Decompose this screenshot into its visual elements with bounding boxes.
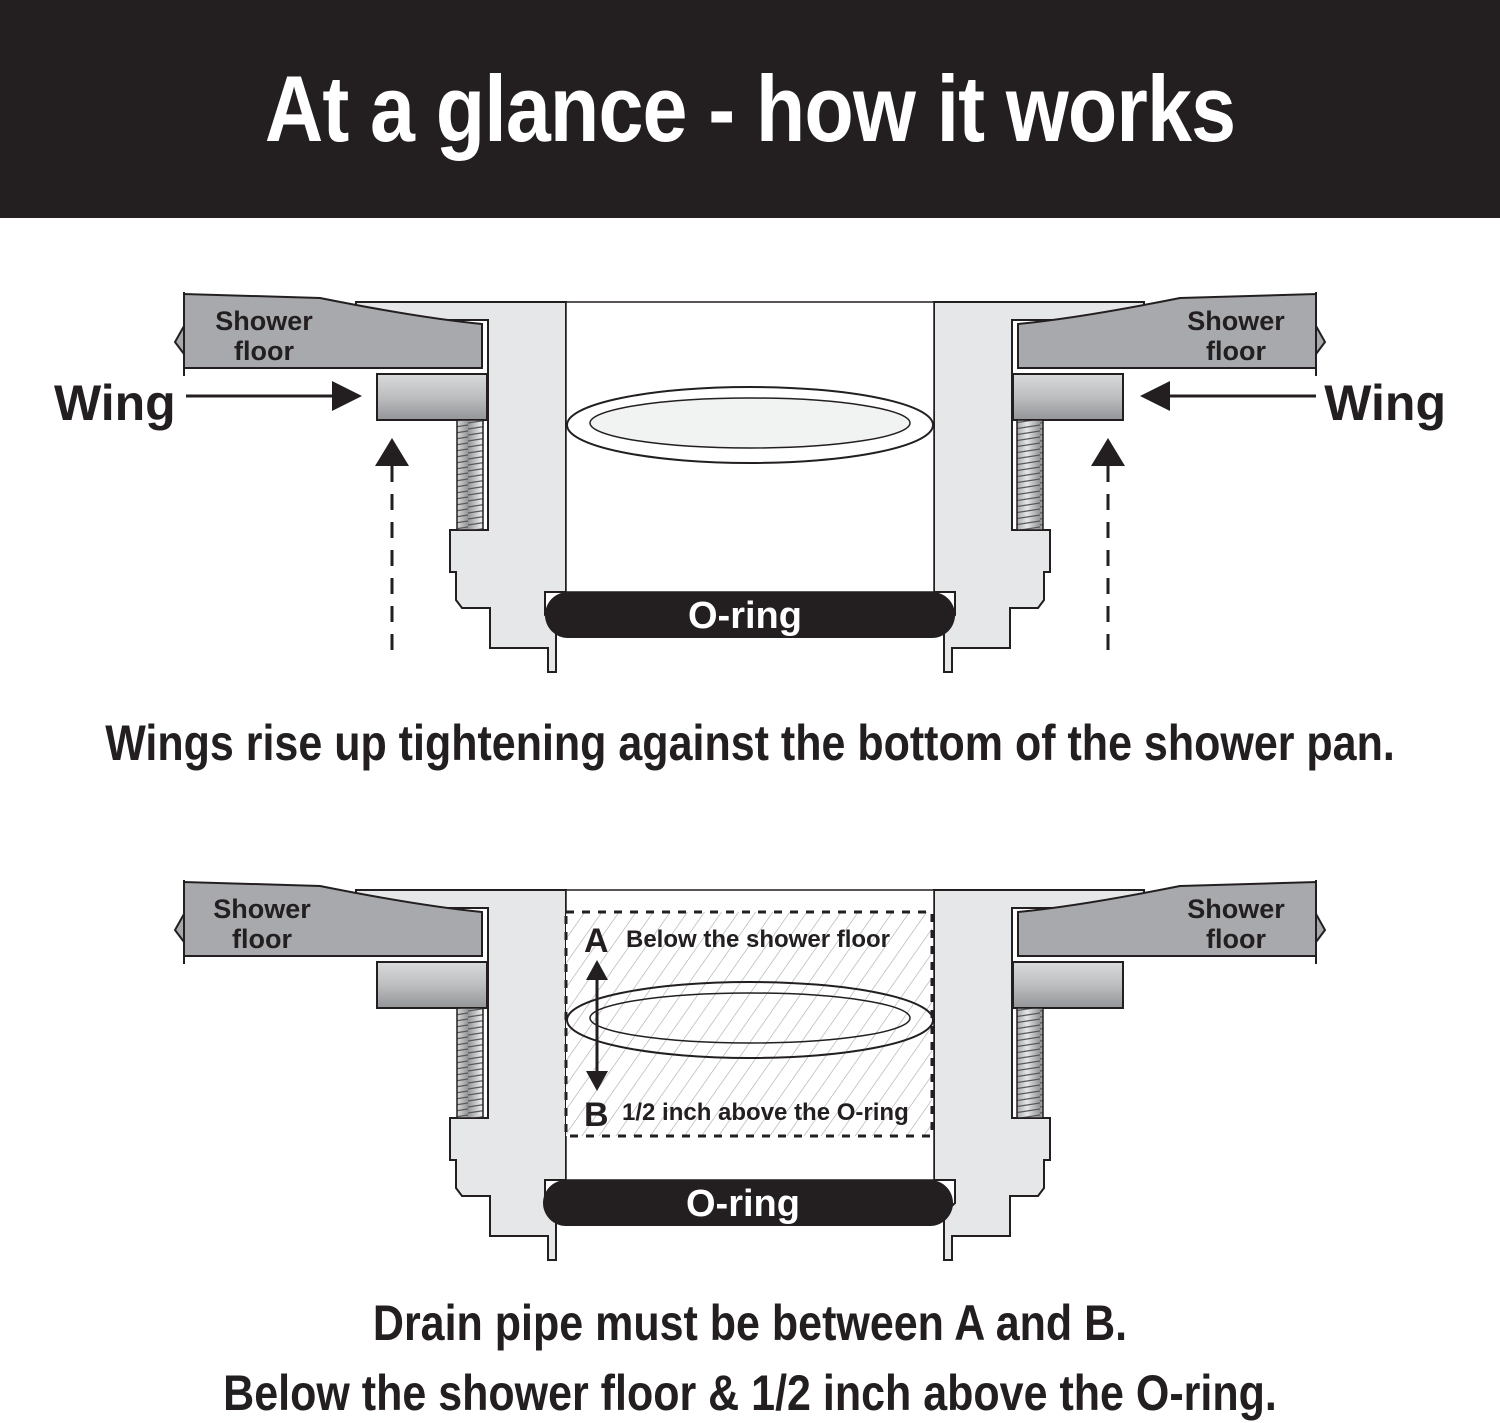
wing-label-right: Wing	[1324, 375, 1446, 431]
strainer-ring-inner	[589, 397, 911, 449]
bolt-right	[1016, 419, 1044, 531]
marker-b: B	[584, 1096, 609, 1134]
label-a: Below the shower floor	[626, 926, 890, 953]
floor-label-left-1: Shower	[213, 894, 311, 924]
caption-range-line-1: Drain pipe must be between A and B.	[372, 1295, 1128, 1351]
rise-arrowhead-right	[1091, 438, 1125, 466]
caption-range-line-2: Below the shower floor & 1/2 inch above …	[223, 1365, 1277, 1421]
wing-left	[376, 373, 488, 421]
floor-label-left-2: floor	[232, 924, 292, 954]
wing-label-left: Wing	[54, 375, 176, 431]
wing-right	[1012, 373, 1124, 421]
page-title: At a glance - how it works	[264, 56, 1236, 161]
bolt-left	[456, 1007, 484, 1119]
floor-label-left-1: Shower	[215, 306, 313, 336]
range-arrowhead-down	[586, 1071, 608, 1091]
rise-arrowhead-left	[375, 438, 409, 466]
o-ring: O-ring	[545, 592, 955, 638]
shower-floor-right: Shower floor	[1017, 292, 1327, 376]
wing-right	[1012, 961, 1124, 1009]
drain-diagram-wings: Shower floor Shower floor O-ring Wing Wi…	[54, 292, 1446, 673]
caption-wings: Wings rise up tightening against the bot…	[105, 715, 1395, 771]
o-ring-label: O-ring	[686, 1183, 800, 1225]
floor-label-right-1: Shower	[1187, 894, 1285, 924]
strainer-ring	[566, 981, 934, 1059]
floor-label-right-2: floor	[1206, 336, 1266, 366]
o-ring-label: O-ring	[688, 595, 802, 637]
range-arrowhead-up	[586, 960, 608, 980]
strainer-ring-inner	[589, 992, 911, 1044]
floor-label-left-2: floor	[234, 336, 294, 366]
pipe-range-box	[564, 910, 934, 1138]
bolt-left	[456, 419, 484, 531]
pipe-range-zone	[566, 912, 932, 1136]
wing-left	[376, 961, 488, 1009]
drain-diagram-pipe-range: Shower floor Shower floor A Below the sh…	[173, 880, 1327, 1261]
label-b: 1/2 inch above the O-ring	[622, 1099, 909, 1126]
floor-label-right-1: Shower	[1187, 306, 1285, 336]
marker-a: A	[584, 922, 609, 960]
shower-floor-right: Shower floor	[1017, 880, 1327, 964]
shower-floor-left: Shower floor	[173, 292, 483, 376]
header-banner: At a glance - how it works	[0, 0, 1500, 218]
bolt-right	[1016, 1007, 1044, 1119]
o-ring: O-ring	[543, 1180, 953, 1226]
floor-label-right-2: floor	[1206, 924, 1266, 954]
shower-floor-left: Shower floor	[173, 880, 483, 964]
